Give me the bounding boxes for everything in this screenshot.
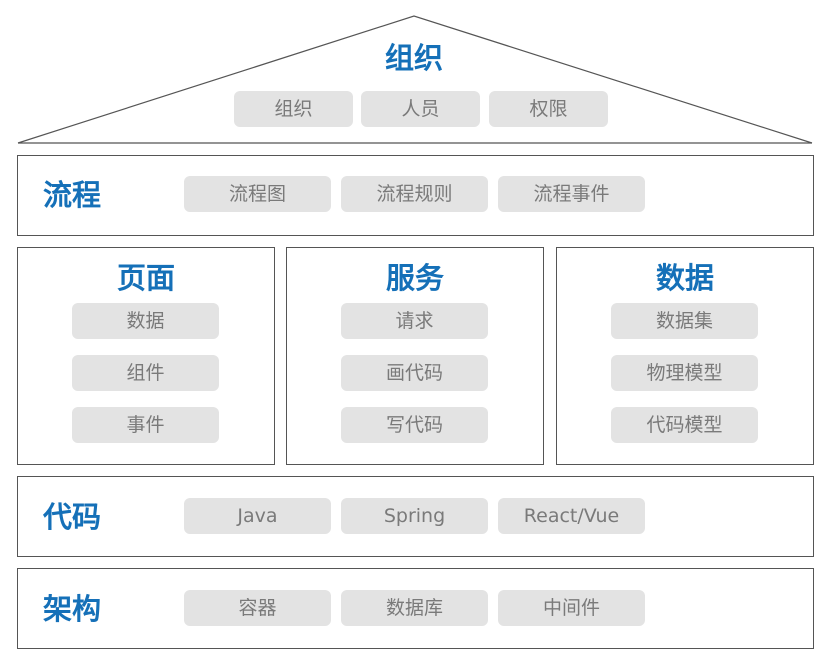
service-item-draw-code: 画代码: [341, 355, 488, 391]
page-section: 页面 数据 组件 事件: [17, 247, 275, 465]
architecture-item-container: 容器: [184, 590, 331, 626]
service-item-write-code: 写代码: [341, 407, 488, 443]
code-item-java: Java: [184, 498, 331, 534]
page-title: 页面: [116, 261, 175, 295]
organization-item-org: 组织: [234, 91, 353, 127]
data-section: 数据 数据集 物理模型 代码模型: [556, 247, 814, 465]
architecture-title: 架构: [43, 592, 102, 626]
architecture-item-middleware: 中间件: [498, 590, 645, 626]
service-item-request: 请求: [341, 303, 488, 339]
service-section: 服务 请求 画代码 写代码: [286, 247, 544, 465]
code-item-react-vue: React/Vue: [498, 498, 645, 534]
process-item-events: 流程事件: [498, 176, 645, 212]
process-section: 流程 流程图 流程规则 流程事件: [17, 155, 814, 236]
data-item-code-model: 代码模型: [611, 407, 758, 443]
page-item-data: 数据: [72, 303, 219, 339]
process-title: 流程: [43, 178, 102, 212]
architecture-item-database: 数据库: [341, 590, 488, 626]
service-title: 服务: [385, 261, 444, 295]
code-title: 代码: [43, 500, 102, 534]
data-item-physical-model: 物理模型: [611, 355, 758, 391]
page-item-event: 事件: [72, 407, 219, 443]
architecture-section: 架构 容器 数据库 中间件: [17, 568, 814, 649]
process-item-diagram: 流程图: [184, 176, 331, 212]
code-section: 代码 Java Spring React/Vue: [17, 476, 814, 557]
code-item-spring: Spring: [341, 498, 488, 534]
organization-item-permission: 权限: [489, 91, 608, 127]
page-item-component: 组件: [72, 355, 219, 391]
data-item-dataset: 数据集: [611, 303, 758, 339]
organization-item-people: 人员: [361, 91, 480, 127]
process-item-rules: 流程规则: [341, 176, 488, 212]
organization-title: 组织: [384, 41, 443, 75]
data-title: 数据: [655, 261, 714, 295]
